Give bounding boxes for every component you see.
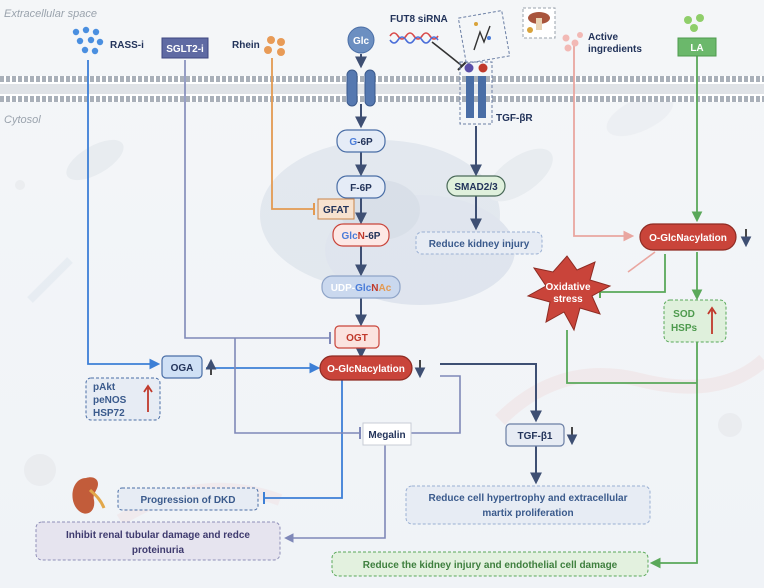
oxidative-label-2: stress <box>553 294 583 305</box>
g6p-node <box>336 129 386 153</box>
progression-dkd-box <box>117 487 259 511</box>
oglc-right-label: O-GlcNacylation <box>649 233 727 244</box>
tgfb1-label: TGF-β1 <box>518 431 553 442</box>
reduce-kidney-injury-box <box>415 231 543 255</box>
megalin-node <box>362 422 412 446</box>
kidney-icon <box>72 477 106 514</box>
rassi-label: RASS-i <box>110 40 144 51</box>
ogt-node <box>334 325 380 349</box>
glc-label: Glc <box>353 36 370 47</box>
inhibit-renal-label-1: Inhibit renal tubular damage and redce <box>66 530 250 541</box>
cytosol-label: Cytosol <box>4 114 41 126</box>
inhibit-renal-box <box>35 521 281 561</box>
cell-membrane <box>0 76 764 102</box>
background-decor <box>15 93 764 526</box>
megalin-label: Megalin <box>368 430 405 441</box>
oglc-center-label: O-GlcNacylation <box>327 364 405 375</box>
edge-sglt2-megalin <box>234 338 360 434</box>
fut8-sirna-label: FUT8 siRNA <box>390 14 448 25</box>
edge-oglc-megalin <box>410 375 461 434</box>
reduce-kidney-injury-label: Reduce kidney injury <box>429 239 530 250</box>
edge-rassi-oga <box>87 60 161 370</box>
pakt-box <box>85 377 161 421</box>
glc-node <box>347 26 375 54</box>
sod-label: SOD <box>673 309 695 320</box>
oglc-center-node <box>319 355 413 381</box>
edge-active-oglc <box>573 45 635 242</box>
oxidative-stress-burst-icon <box>526 255 612 332</box>
hypertrophy-label-1: Reduce cell hypertrophy and extracellula… <box>429 493 628 504</box>
edge-oglc-oxidative <box>627 251 656 273</box>
glucose-transporter-icon <box>346 69 376 107</box>
sod-hsps-box <box>663 299 727 343</box>
inhibit-renal-label-2: proteinuria <box>132 545 185 556</box>
la-molecule-icon <box>684 14 704 32</box>
glcn6p-node <box>332 223 390 247</box>
g6p-label: G-6P <box>349 137 373 148</box>
sglt2-box <box>161 37 209 59</box>
edge-oxid-final <box>566 330 697 384</box>
edge-rhein-gfat <box>271 58 314 210</box>
hsp72-label: HSP72 <box>93 408 125 419</box>
oglc-right-node <box>639 223 737 251</box>
final-outcome-label: Reduce the kidney injury and endothelial… <box>363 560 618 571</box>
edge-oglc-dkd <box>264 380 343 499</box>
active-ingredients-icon <box>522 7 556 39</box>
smad-label: SMAD2/3 <box>454 182 498 193</box>
edge-megalin-inhibit <box>284 445 386 543</box>
sirna-icon <box>389 32 439 40</box>
smad-node <box>446 175 506 197</box>
glcn6p-label: GlcN-6P <box>342 231 381 242</box>
la-label: LA <box>690 43 703 54</box>
active-molecule-icon <box>562 32 583 52</box>
oga-label: OGA <box>171 363 194 374</box>
udp-glcnac-node <box>321 275 401 299</box>
active-ingredients-label-1: Active <box>588 32 618 43</box>
edge-fut8-receptor <box>431 41 463 67</box>
hypertrophy-label-2: martix proliferation <box>482 508 573 519</box>
extracellular-label: Extracellular space <box>4 8 97 20</box>
sglt2-label: SGLT2-i <box>166 44 204 55</box>
pakt-label: pAkt <box>93 382 116 393</box>
rassi-molecule-icon <box>72 26 104 55</box>
tgf-br-label: TGF-βR <box>496 113 533 124</box>
udp-glcnac-label: UDP-GlcNAc <box>331 283 392 294</box>
oga-node <box>161 355 203 379</box>
oxidative-label-1: Oxidative <box>545 282 590 293</box>
gfat-label: GFAT <box>323 205 349 216</box>
ogt-label: OGT <box>346 333 368 344</box>
edge-sod-final <box>649 342 698 569</box>
edge-sglt2-ogt <box>184 60 330 339</box>
gfat-node <box>317 198 355 220</box>
active-ingredients-label-2: ingredients <box>588 44 642 55</box>
rhein-label: Rhein <box>232 40 260 51</box>
penos-label: peNOS <box>93 395 127 406</box>
edge-oglc-oxid-green <box>600 254 666 293</box>
final-outcome-box <box>331 551 649 577</box>
rhein-molecule-icon <box>264 36 285 56</box>
edge-oglc-tgfb1 <box>440 363 542 423</box>
hsps-label: HSPs <box>671 323 698 334</box>
hypertrophy-box <box>405 485 651 525</box>
tgf-receptor-icon <box>457 9 511 125</box>
f6p-node <box>336 175 386 199</box>
tgfb1-node <box>505 423 565 447</box>
progression-dkd-label: Progression of DKD <box>140 495 235 506</box>
f6p-label: F-6P <box>350 183 372 194</box>
la-box <box>677 37 717 57</box>
